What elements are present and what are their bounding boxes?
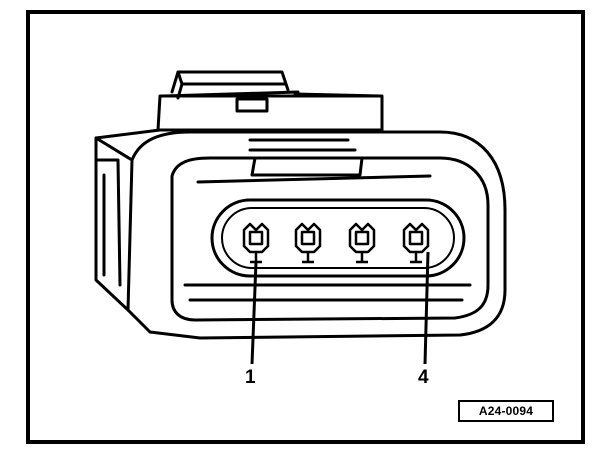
leader-line-4 xyxy=(423,251,430,365)
connector-housing xyxy=(94,70,507,340)
pin-cavity-4 xyxy=(402,222,430,264)
pin-cavity-2 xyxy=(294,222,322,264)
callout-pin-1: 1 xyxy=(245,367,256,388)
figure-code-label: A24-0094 xyxy=(458,400,554,422)
pin-cavity-1 xyxy=(242,222,270,264)
pin-cavity-3 xyxy=(348,222,376,264)
leader-line-1 xyxy=(250,261,258,365)
callout-pin-4: 4 xyxy=(418,367,429,388)
figure-frame xyxy=(26,10,585,444)
pin-cavities xyxy=(242,222,430,264)
